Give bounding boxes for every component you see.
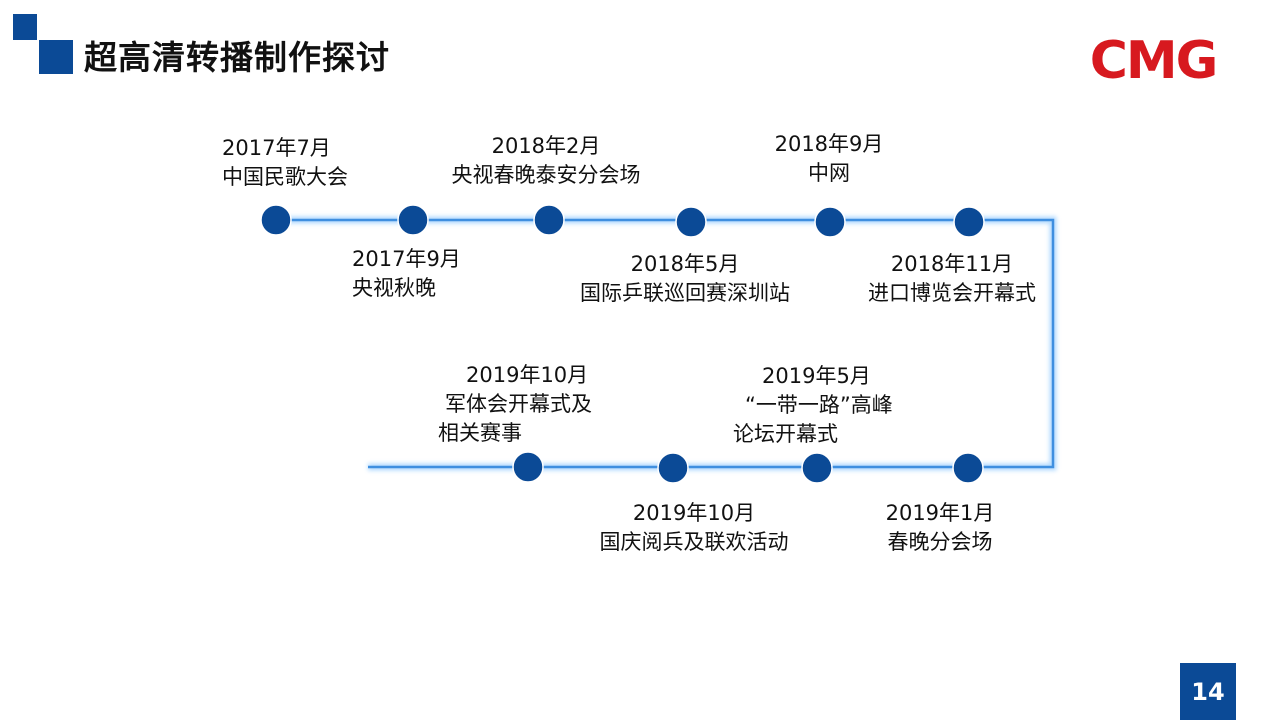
timeline-dot-2019-10b — [512, 451, 544, 483]
event-text: “一带一路”高峰 — [745, 393, 893, 417]
timeline-dot-2019-01 — [952, 452, 984, 484]
event-text: 相关赛事 — [438, 421, 522, 445]
event-label: 2018年11月 进口博览会开幕式 — [868, 250, 1036, 308]
event-text: 国庆阅兵及联欢活动 — [599, 530, 789, 554]
event-text: 军体会开幕式及 — [445, 392, 592, 416]
event-text: 国际乒联巡回赛深圳站 — [580, 281, 790, 305]
timeline-dot-2019-10a — [657, 452, 689, 484]
timeline-dot-2018-11 — [953, 206, 985, 238]
decor-square-small — [13, 14, 37, 40]
timeline-dot-2017-07 — [260, 204, 292, 236]
event-date: 2018年5月 — [630, 252, 740, 276]
event-label: 2017年7月 中国民歌大会 — [222, 134, 348, 192]
cmg-logo-text: CMG — [1090, 31, 1217, 86]
event-label: 2019年5月 “一带一路”高峰 论坛开幕式 — [733, 362, 893, 449]
event-date: 2017年7月 — [222, 136, 331, 160]
timeline-dot-2017-09 — [397, 204, 429, 236]
event-label: 2019年10月 国庆阅兵及联欢活动 — [600, 499, 789, 557]
event-text: 央视春晚泰安分会场 — [451, 163, 641, 187]
event-date: 2019年10月 — [632, 501, 756, 525]
event-label: 2018年2月 央视春晚泰安分会场 — [452, 132, 641, 190]
event-label: 2019年1月 春晚分会场 — [886, 499, 995, 557]
event-date: 2017年9月 — [352, 247, 461, 271]
event-text: 进口博览会开幕式 — [868, 281, 1036, 305]
timeline-dot-2018-05 — [675, 206, 707, 238]
timeline-line — [276, 218, 1055, 469]
cmg-logo: CMG — [1072, 30, 1234, 86]
decor-square-large — [39, 40, 73, 74]
event-text: 中网 — [808, 161, 850, 185]
event-date: 2018年2月 — [491, 134, 601, 158]
event-date: 2019年1月 — [885, 501, 995, 525]
slide-title: 超高清转播制作探讨 — [84, 38, 390, 77]
event-label: 2018年9月 中网 — [775, 130, 884, 188]
page-number: 14 — [1180, 663, 1236, 720]
timeline-dot-2018-02 — [533, 204, 565, 236]
event-date: 2019年5月 — [762, 364, 871, 388]
event-text: 春晚分会场 — [887, 530, 993, 554]
timeline-dot-2018-09 — [814, 206, 846, 238]
event-date: 2018年9月 — [774, 132, 884, 156]
event-text: 央视秋晚 — [352, 276, 436, 300]
event-label: 2019年10月 军体会开幕式及 相关赛事 — [438, 361, 592, 448]
event-label: 2018年5月 国际乒联巡回赛深圳站 — [580, 250, 790, 308]
event-label: 2017年9月 央视秋晚 — [352, 245, 461, 303]
event-text: 中国民歌大会 — [222, 165, 348, 189]
timeline-dot-2019-05 — [801, 452, 833, 484]
event-date: 2018年11月 — [890, 252, 1014, 276]
event-text: 论坛开幕式 — [733, 422, 838, 446]
event-date: 2019年10月 — [466, 363, 589, 387]
